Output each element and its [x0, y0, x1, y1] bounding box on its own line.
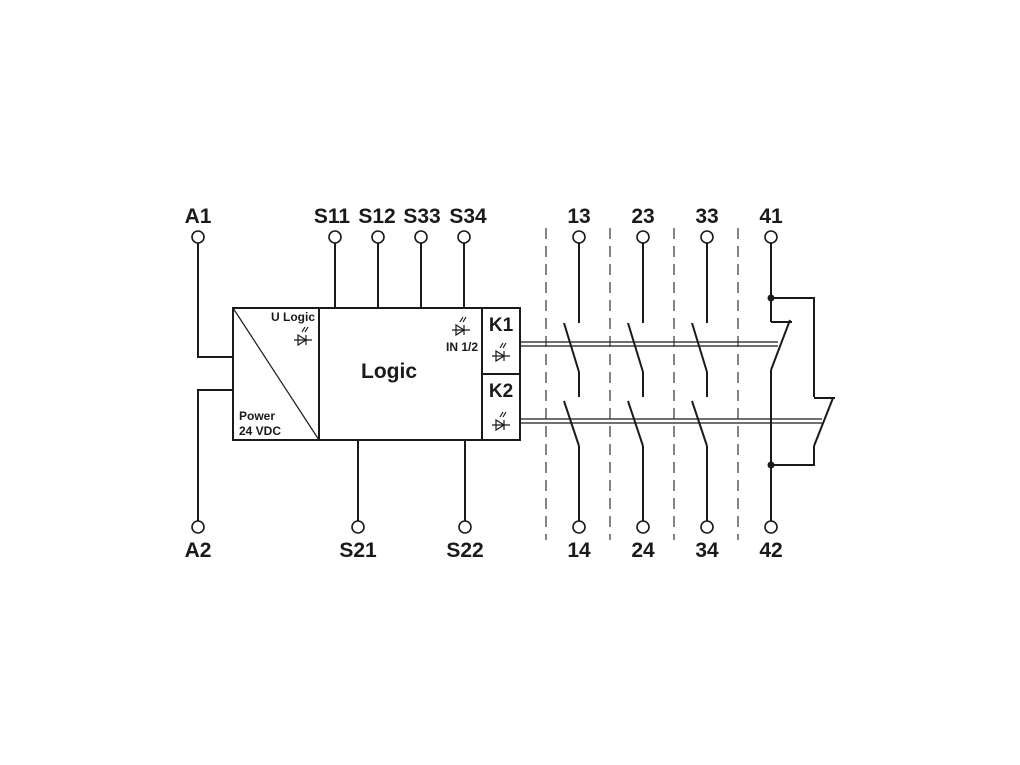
terminal-icon — [636, 230, 650, 244]
terminal-13-label: 13 — [567, 205, 590, 228]
logic-label: Logic — [361, 360, 417, 383]
terminal-14-label: 14 — [567, 539, 591, 562]
terminal-23-label: 23 — [631, 205, 654, 228]
contact-no-icon — [563, 400, 580, 447]
led-icon — [294, 326, 312, 347]
terminal-icon — [371, 230, 385, 244]
contact-nc-icon — [770, 319, 791, 371]
power-label: Power — [239, 409, 275, 423]
input-led-label: IN 1/2 — [446, 340, 478, 354]
terminal-34-label: 34 — [695, 539, 719, 562]
terminal-s11-label: S11 — [314, 205, 351, 228]
terminal-icon — [700, 520, 714, 534]
led-icon — [452, 316, 470, 337]
terminal-circles — [191, 230, 778, 534]
power-voltage-label: 24 VDC — [239, 424, 281, 438]
terminal-s21-label: S21 — [339, 539, 377, 562]
terminal-icon — [328, 230, 342, 244]
k2-linkage — [520, 418, 822, 424]
contact-separators — [545, 228, 739, 540]
contact-no-icon — [691, 400, 708, 447]
led-icon — [492, 342, 510, 363]
k2-label: K2 — [489, 381, 513, 402]
power-wiring — [197, 243, 233, 521]
terminal-icon — [572, 520, 586, 534]
terminal-icon — [457, 230, 471, 244]
terminal-s12-label: S12 — [358, 205, 395, 228]
terminal-icon — [351, 520, 365, 534]
contact-41-42 — [767, 243, 835, 521]
input-wiring — [334, 243, 466, 521]
terminal-s22-label: S22 — [446, 539, 483, 562]
contact-no-icon — [563, 322, 580, 373]
terminal-33-label: 33 — [695, 205, 718, 228]
terminal-41-label: 41 — [759, 205, 783, 228]
terminal-icon — [458, 520, 472, 534]
contact-33-34 — [691, 243, 708, 521]
terminal-labels: A1 A2 S11 S12 S33 S34 S21 S22 13 23 33 4… — [185, 205, 783, 562]
contact-nc-icon — [813, 397, 834, 447]
contact-no-icon — [691, 322, 708, 373]
contact-23-24 — [627, 243, 644, 521]
contact-no-icon — [627, 400, 644, 447]
terminal-24-label: 24 — [631, 539, 655, 562]
terminal-icon — [764, 230, 778, 244]
contact-no-icon — [627, 322, 644, 373]
led-icon — [492, 411, 510, 432]
relay-k1-block: K1 — [481, 307, 521, 375]
terminal-icon — [191, 520, 205, 534]
terminal-a2-label: A2 — [185, 539, 212, 562]
terminal-a1-label: A1 — [185, 205, 212, 228]
power-supply-block: U Logic Power 24 VDC — [232, 307, 320, 441]
k1-linkage — [520, 341, 778, 347]
terminal-icon — [764, 520, 778, 534]
terminal-icon — [414, 230, 428, 244]
relay-k2-block: K2 — [481, 373, 521, 441]
terminal-icon — [191, 230, 205, 244]
terminal-s34-label: S34 — [449, 205, 487, 228]
terminal-icon — [572, 230, 586, 244]
u-logic-label: U Logic — [271, 310, 315, 324]
terminal-42-label: 42 — [759, 539, 782, 562]
logic-block: Logic IN 1/2 — [318, 307, 483, 441]
contact-13-14 — [563, 243, 580, 521]
terminal-s33-label: S33 — [403, 205, 440, 228]
k1-label: K1 — [489, 315, 514, 336]
terminal-icon — [636, 520, 650, 534]
terminal-icon — [700, 230, 714, 244]
